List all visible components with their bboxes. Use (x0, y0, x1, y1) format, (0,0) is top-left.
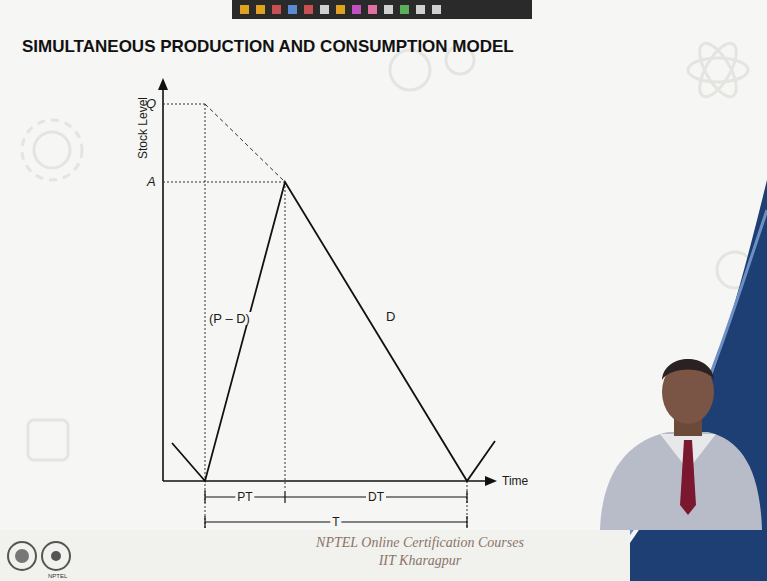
period-label: PT (235, 491, 254, 503)
slide-title: SIMULTANEOUS PRODUCTION AND CONSUMPTION … (22, 38, 514, 55)
logo (15, 549, 29, 563)
axes (163, 86, 490, 481)
slope-label: (P – D) (207, 312, 252, 325)
watermark-icons (22, 38, 753, 460)
logo-caption: NPTEL (48, 573, 67, 579)
axis-arrowhead (158, 78, 168, 90)
logo (51, 551, 61, 561)
toolbar-icons (240, 5, 441, 14)
footer-text: IIT Kharagpur (379, 554, 462, 568)
period-label: DT (366, 491, 386, 503)
level-label: Q (146, 97, 156, 110)
presenter-figure (600, 359, 762, 530)
axis-arrowhead (485, 476, 497, 486)
theoretical-line (205, 104, 285, 182)
level-label: A (147, 175, 156, 188)
axis-title: Time (502, 475, 528, 487)
logo (8, 542, 36, 570)
stock-curve (172, 182, 495, 481)
period-label: T (330, 516, 341, 528)
footer-text: NPTEL Online Certification Courses (316, 536, 524, 550)
footer-band (0, 530, 630, 581)
decor-stripe (590, 210, 767, 581)
decor-swoosh (600, 180, 767, 581)
time-brackets (205, 491, 467, 528)
toolbar (232, 0, 532, 19)
slope-label: D (384, 310, 397, 323)
logo (42, 542, 70, 570)
